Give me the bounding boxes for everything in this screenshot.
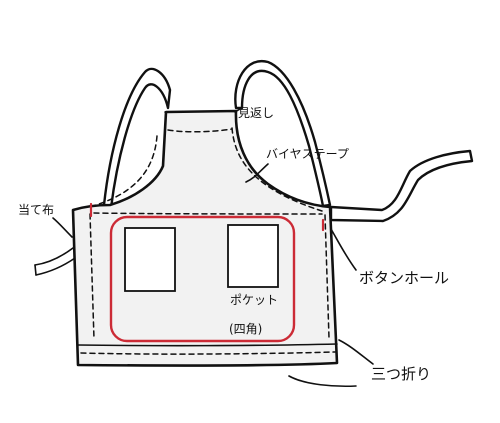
facing-edge	[164, 110, 237, 113]
apron-body	[71, 109, 339, 367]
right-waist-tie	[329, 149, 474, 223]
callout-facing	[234, 108, 241, 113]
callout-hem-bottom	[288, 375, 357, 388]
callout-patch	[52, 217, 73, 238]
left-armhole-stitch	[92, 135, 158, 207]
label-buttonhole: ボタンホール	[359, 269, 449, 287]
left-pocket	[124, 227, 176, 292]
facing-stitch-line	[167, 128, 233, 133]
label-triple-fold: 三つ折り	[371, 365, 431, 383]
right-pocket	[227, 224, 279, 288]
right-neck-strap	[234, 59, 332, 208]
callout-triple-fold	[338, 339, 374, 365]
callout-bias-tape	[245, 163, 269, 183]
right-side-stitch	[324, 214, 330, 339]
label-pocket: ポケット	[230, 293, 278, 307]
right-armhole-stitch	[231, 127, 323, 212]
label-patch: 当て布	[18, 203, 54, 217]
callout-buttonhole	[330, 228, 357, 271]
left-side-stitch	[89, 213, 95, 340]
pocket-outline	[109, 215, 296, 343]
label-bias-tape: バイヤステープ	[266, 147, 349, 161]
bottom-stitch-line	[80, 351, 336, 355]
waist-stitch-line	[93, 212, 323, 215]
label-pocket-shape: (四角)	[229, 322, 262, 336]
label-facing: 見返し	[238, 106, 274, 120]
left-neck-strap	[102, 67, 172, 210]
bottom-hem-line	[77, 343, 338, 347]
left-waist-tie	[34, 247, 76, 276]
